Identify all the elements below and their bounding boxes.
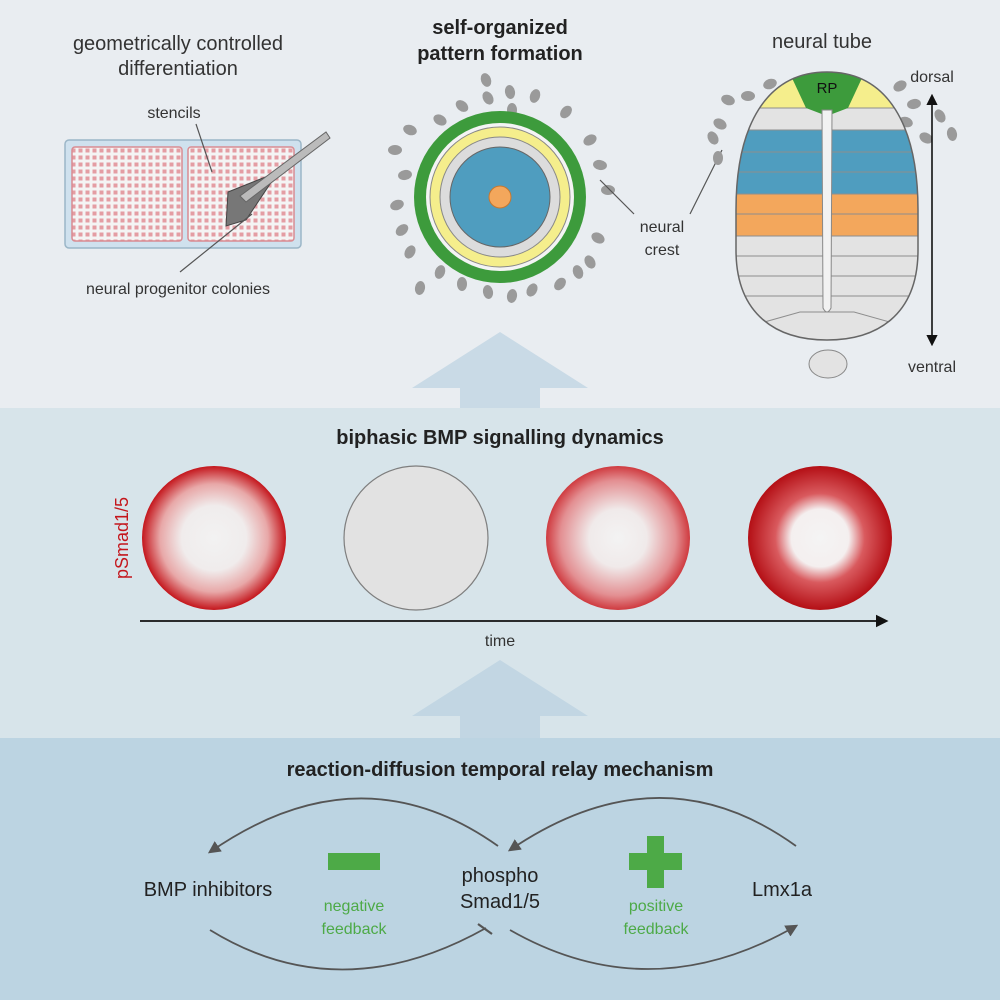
stencils-pointer <box>195 123 213 173</box>
upward-arrow-top <box>412 332 588 408</box>
neural-crest-cell <box>404 245 416 259</box>
relay-title: reaction-diffusion temporal relay mechan… <box>287 759 714 781</box>
stencil-title-line2: differentiation <box>118 58 238 80</box>
neural-crest-pointer-left <box>599 179 635 215</box>
neural-crest-cells-ring <box>388 73 615 303</box>
tweezers-icon <box>239 131 331 203</box>
pattern-title-line2: pattern formation <box>417 43 583 65</box>
neural-crest-cell <box>482 91 494 105</box>
stencil-left <box>71 146 183 242</box>
lmx1a-node: Lmx1a <box>752 879 813 901</box>
neural-tube-title: neural tube <box>772 31 872 53</box>
neural-crest-cell <box>434 265 446 279</box>
pattern-title-line1: self-organized <box>432 17 568 39</box>
bmp-dynamics-panel: biphasic BMP signalling dynamics pSmad1/… <box>112 427 892 650</box>
neural-crest-cell <box>526 283 538 297</box>
neural-crest-cell <box>713 118 727 130</box>
colonies-pointer <box>179 213 253 273</box>
neural-crest-label-line1: neural <box>640 219 684 236</box>
ventral-label: ventral <box>908 359 956 376</box>
tube-outline <box>735 71 919 341</box>
neural-crest-cell <box>398 169 412 181</box>
neural-crest-cell <box>707 131 719 145</box>
bmp-dynamics-title: biphasic BMP signalling dynamics <box>336 427 664 449</box>
negative-feedback-line2: feedback <box>322 921 388 938</box>
notochord <box>808 349 848 379</box>
psmad-axis-label: pSmad1/5 <box>112 497 132 579</box>
central-canal <box>821 109 833 313</box>
neural-crest-cell <box>946 127 958 141</box>
stencil-illustration: geometrically controlled differentiation… <box>64 33 331 298</box>
neural-crest-cell <box>572 265 584 279</box>
neural-crest-cell <box>554 277 566 291</box>
neural-crest-cell <box>713 151 723 165</box>
neural-crest-cell <box>583 134 597 146</box>
neural-crest-cell <box>390 199 404 211</box>
neural-crest-cell <box>591 232 605 244</box>
upward-arrow-bottom <box>412 660 588 738</box>
neural-crest-cell <box>907 98 921 110</box>
neural-crest-cell <box>560 105 572 119</box>
neural-crest-cell <box>763 78 777 90</box>
neural-crest-cell <box>455 100 469 112</box>
positive-feedback-line2: feedback <box>624 921 690 938</box>
arc-psmad-to-lmx1a <box>509 924 799 970</box>
neural-crest-cell <box>593 159 607 171</box>
colonies-label: neural progenitor colonies <box>86 281 270 298</box>
psmad-node-line2: Smad1/5 <box>460 891 540 913</box>
colony-state-4 <box>748 466 892 610</box>
roof-plate <box>792 72 862 116</box>
neural-crest-cell <box>482 285 494 299</box>
minus-icon <box>328 853 380 870</box>
center-orange <box>488 185 512 209</box>
stencil-title-line1: geometrically controlled <box>73 33 283 55</box>
neural-crest-cell <box>506 289 518 303</box>
neural-crest-label-line2: crest <box>645 242 680 259</box>
roof-plate-label: RP <box>817 80 838 97</box>
bottom-panel-background <box>0 738 1000 1000</box>
neural-crest-cells-tube <box>707 78 958 165</box>
neural-crest-cell <box>457 277 467 291</box>
pattern-illustration: self-organized pattern formation neural … <box>388 17 723 303</box>
neural-crest-cell <box>480 73 492 87</box>
neural-crest-cell <box>721 94 735 106</box>
arc-inhibitors-to-psmad <box>209 927 487 971</box>
neural-crest-cell <box>395 224 409 236</box>
neural-crest-cell <box>414 281 426 295</box>
neural-crest-cell <box>433 114 447 126</box>
psmad-node-line1: phospho <box>462 865 539 887</box>
colony-state-3 <box>546 466 690 610</box>
neural-crest-cell <box>741 91 755 101</box>
inhibition-bar <box>477 923 493 935</box>
arc-lmx1a-to-psmad <box>507 797 797 852</box>
neural-crest-cell <box>529 89 541 103</box>
neural-crest-cell <box>601 185 615 195</box>
relay-mechanism-panel: reaction-diffusion temporal relay mechan… <box>144 759 813 971</box>
colony-state-2 <box>343 465 489 611</box>
neural-tube-illustration: neural tube <box>707 31 958 379</box>
negative-feedback-line1: negative <box>324 898 385 915</box>
positive-feedback-line1: positive <box>629 898 683 915</box>
neural-crest-cell <box>388 145 402 155</box>
bmp-inhibitors-node: BMP inhibitors <box>144 879 273 901</box>
stencils-label: stencils <box>147 105 200 122</box>
neural-crest-cell <box>504 85 516 99</box>
colony-state-1 <box>142 466 286 610</box>
neural-crest-cell <box>893 80 907 92</box>
neural-crest-cell <box>584 255 596 269</box>
arc-psmad-to-inhibitors <box>207 797 499 854</box>
time-axis-label: time <box>485 633 515 650</box>
dorsal-label: dorsal <box>910 69 954 86</box>
neural-crest-cell <box>403 124 417 136</box>
plus-icon <box>629 836 682 888</box>
